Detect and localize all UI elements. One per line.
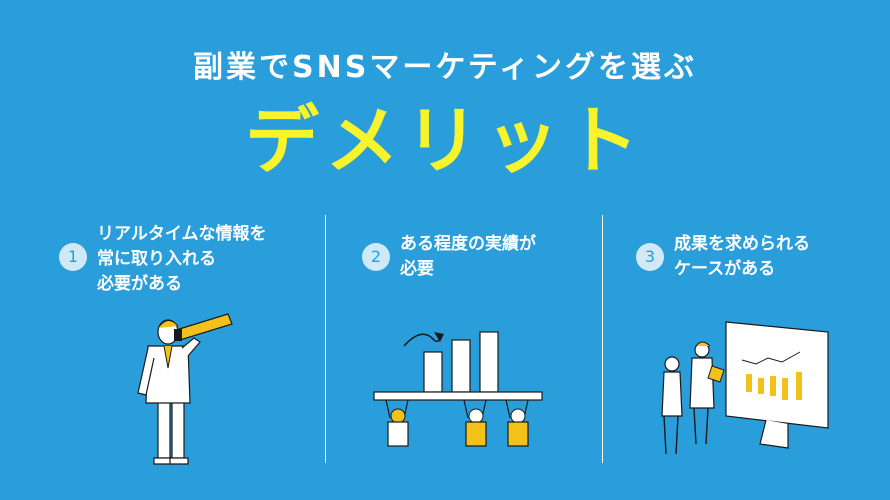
item-1-line-1: リアルタイムな情報を (97, 224, 267, 244)
item-1-line-2: 常に取り入れる (97, 249, 216, 269)
item-1-line-3: 必要がある (97, 274, 182, 294)
page-title: デメリット (245, 98, 645, 184)
subtitle: 副業でSNSマーケティングを選ぶ (193, 50, 697, 85)
bar-chart-team-illustration (373, 331, 543, 447)
item-2-label: ある程度の実績が 必要 (400, 232, 536, 282)
item-3-line-2: ケースがある (674, 259, 776, 279)
item-1-number-badge: 1 (59, 243, 87, 271)
divider-1 (325, 215, 326, 463)
item-3-line-1: 成果を求められる (674, 234, 810, 254)
item-2-number-badge: 2 (362, 243, 390, 271)
telescope-man-illustration (137, 313, 233, 465)
item-2-line-2: 必要 (400, 259, 434, 279)
item-3-number-badge: 3 (636, 243, 664, 271)
divider-2 (602, 215, 603, 463)
presentation-illustration (661, 321, 829, 455)
item-2-line-1: ある程度の実績が (400, 234, 536, 254)
item-3-label: 成果を求められる ケースがある (674, 232, 810, 282)
item-1-label: リアルタイムな情報を 常に取り入れる 必要がある (97, 222, 267, 297)
